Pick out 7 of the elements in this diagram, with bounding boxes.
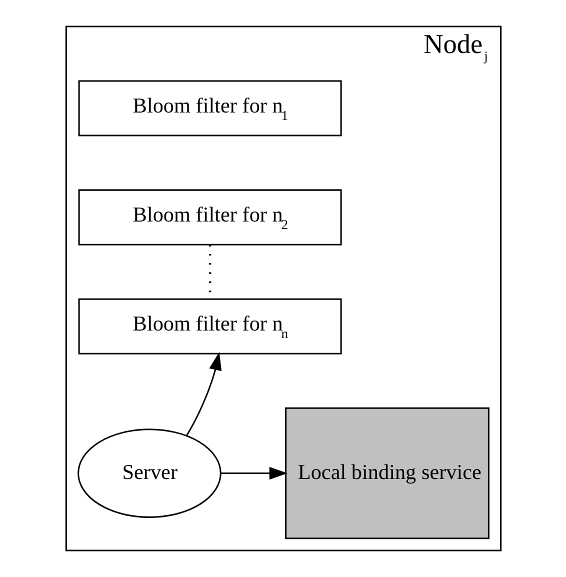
node-box: Bloom filter for n$_{n}$ bbox=[78, 298, 342, 354]
node-box: Bloom filter for n$_{2}$ bbox=[78, 189, 342, 246]
arrow bbox=[220, 466, 288, 480]
node-box: Local binding service bbox=[284, 407, 489, 540]
arrow bbox=[185, 352, 222, 436]
node-ellipse: Server bbox=[77, 428, 221, 518]
node-box: Bloom filter for n$_{1}$ bbox=[78, 80, 342, 136]
